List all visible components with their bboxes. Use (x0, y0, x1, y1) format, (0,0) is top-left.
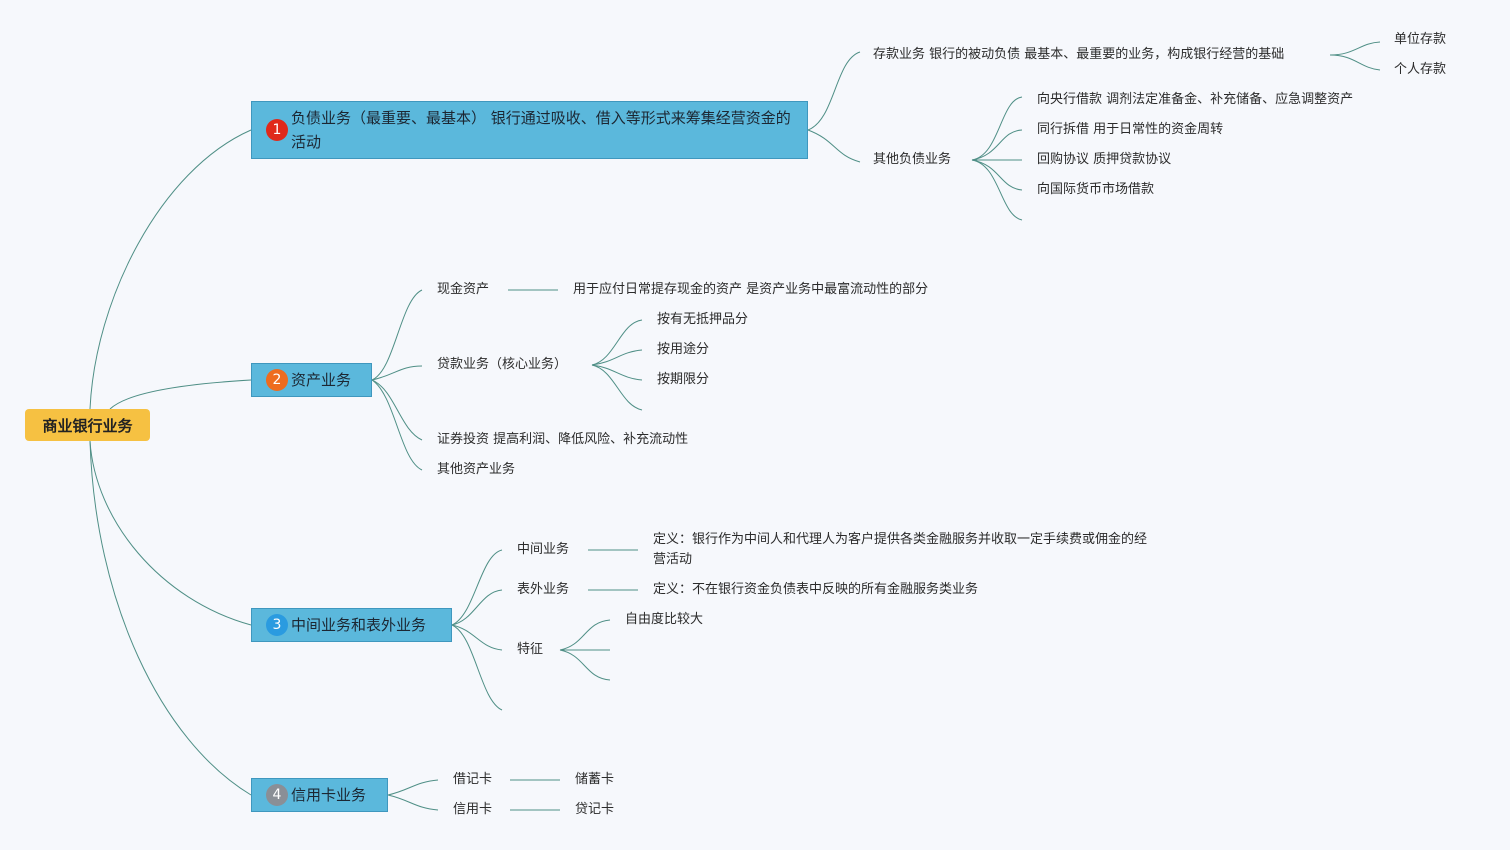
connector (591, 364, 643, 381)
connector (971, 159, 1023, 221)
topic-charge-card[interactable]: 贷记卡 (575, 802, 615, 817)
branch-intermediary[interactable]: 3 中间业务和表外业务 (251, 608, 452, 642)
topic-other-liability[interactable]: 其他负债业务 (873, 152, 952, 167)
connector (451, 549, 503, 626)
topic-middle-definition[interactable]: 定义：银行作为中间人和代理人为客户提供各类金融服务并收取一定手续费或佣金的经营活… (653, 532, 1148, 567)
topic-savings-card[interactable]: 储蓄卡 (575, 772, 615, 787)
connector (1329, 41, 1381, 56)
connector (387, 779, 439, 796)
connector (451, 624, 503, 651)
root-topic[interactable]: 商业银行业务 (25, 409, 150, 441)
connector (451, 589, 503, 626)
topic-central-bank-loan[interactable]: 向央行借款 调剂法定准备金、补充储备、应急调整资产 (1037, 92, 1354, 107)
priority-3-icon: 3 (266, 614, 288, 636)
connector (89, 440, 252, 626)
connector (559, 649, 611, 681)
topic-deposit[interactable]: 存款业务 银行的被动负债 最基本、最重要的业务，构成银行经营的基础 (873, 47, 1285, 62)
branch-asset[interactable]: 2 资产业务 (251, 363, 372, 397)
connector (591, 319, 643, 366)
connector (807, 51, 861, 131)
connector (591, 364, 643, 411)
topic-feature[interactable]: 特征 (517, 642, 544, 657)
connector (371, 365, 423, 381)
topic-interbank-lending[interactable]: 同行拆借 用于日常性的资金周转 (1037, 122, 1224, 137)
topic-other-asset[interactable]: 其他资产业务 (437, 462, 516, 477)
connector (371, 379, 423, 441)
topic-debit-card[interactable]: 借记卡 (453, 772, 493, 787)
topic-cash-asset[interactable]: 现金资产 (437, 282, 490, 297)
topic-off-balance-sheet[interactable]: 表外业务 (517, 582, 570, 597)
topic-credit-card[interactable]: 信用卡 (453, 802, 493, 817)
connector (89, 440, 252, 796)
priority-2-icon: 2 (266, 369, 288, 391)
branch-liability[interactable]: 1 负债业务（最重要、最基本） 银行通过吸收、借入等形式来筹集经营资金的活动 (251, 101, 808, 159)
topic-off-balance-definition[interactable]: 定义：不在银行资金负债表中反映的所有金融服务类业务 (653, 582, 979, 597)
connector (387, 794, 439, 811)
branch-credit-card[interactable]: 4 信用卡业务 (251, 778, 388, 812)
branch-label: 中间业务和表外业务 (291, 616, 427, 634)
topic-cash-note[interactable]: 用于应付日常提存现金的资产 是资产业务中最富流动性的部分 (573, 282, 929, 297)
topic-personal-deposit[interactable]: 个人存款 (1394, 62, 1447, 77)
topic-feature-freedom[interactable]: 自由度比较大 (625, 612, 704, 627)
topic-middle-business[interactable]: 中间业务 (517, 542, 570, 557)
topic-unit-deposit[interactable]: 单位存款 (1394, 32, 1447, 47)
topic-loan-by-term[interactable]: 按期限分 (657, 372, 710, 387)
connector (559, 619, 611, 651)
connector (371, 289, 423, 381)
connector (591, 349, 643, 366)
branch-label: 信用卡业务 (291, 786, 367, 804)
topic-loan[interactable]: 贷款业务（核心业务） (437, 357, 568, 372)
connector (971, 129, 1023, 161)
connector (1329, 54, 1381, 71)
topic-intl-money-market[interactable]: 向国际货币市场借款 (1037, 182, 1155, 197)
connector (371, 379, 423, 471)
topic-repo[interactable]: 回购协议 质押贷款协议 (1037, 152, 1172, 167)
connector (89, 129, 252, 410)
branch-label: 负债业务（最重要、最基本） 银行通过吸收、借入等形式来筹集经营资金的活动 (291, 109, 791, 151)
connector (451, 624, 503, 711)
priority-1-icon: 1 (266, 119, 288, 141)
branch-label: 资产业务 (291, 371, 352, 389)
topic-loan-by-collateral[interactable]: 按有无抵押品分 (657, 312, 749, 327)
topic-loan-by-purpose[interactable]: 按用途分 (657, 342, 710, 357)
priority-4-icon: 4 (266, 784, 288, 806)
topic-securities[interactable]: 证券投资 提高利润、降低风险、补充流动性 (437, 432, 689, 447)
connector (971, 96, 1023, 161)
connector (807, 129, 861, 163)
connector (109, 379, 252, 410)
